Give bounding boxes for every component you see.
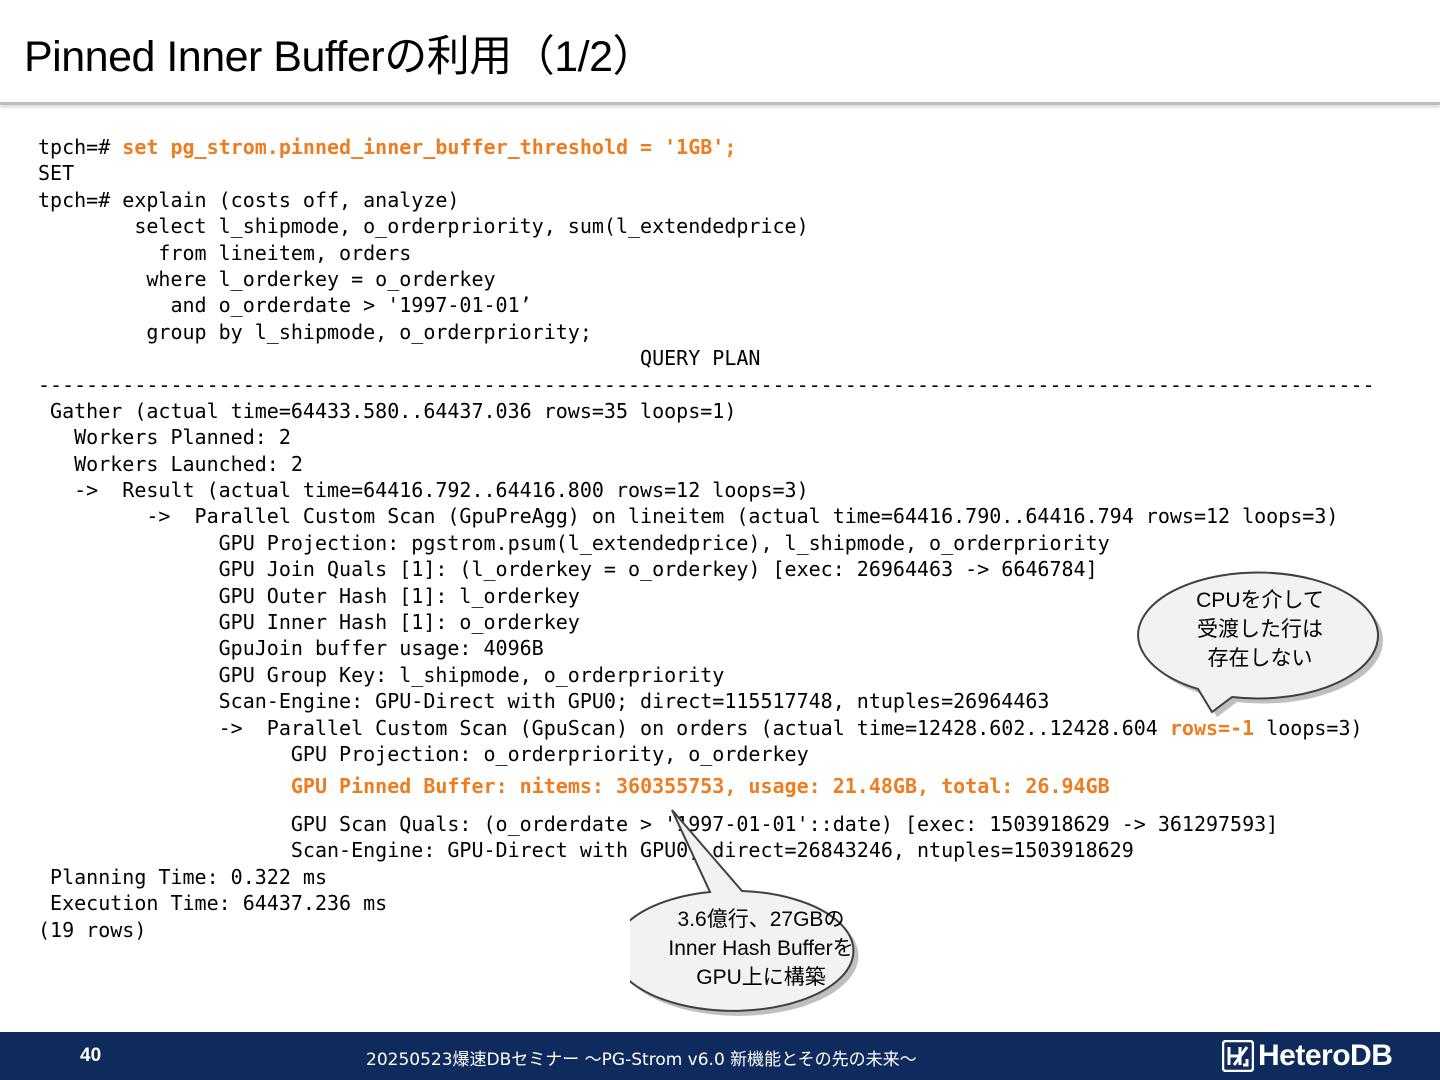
code-line: and o_orderdate > '1997-01-01’ xyxy=(38,293,532,318)
code-line: where l_orderkey = o_orderkey xyxy=(38,266,496,291)
callout-line: 存在しない xyxy=(1207,647,1313,670)
code-line: -> Parallel Custom Scan (GpuScan) on ord… xyxy=(38,715,1363,740)
code-line: Scan-Engine: GPU-Direct with GPU0; direc… xyxy=(38,838,1134,863)
code-line: group by l_shipmode, o_orderpriority; xyxy=(38,319,592,344)
code-line: -> Result (actual time=64416.792..64416.… xyxy=(38,478,809,503)
code-line: GPU Inner Hash [1]: o_orderkey xyxy=(38,610,580,635)
code-line: select l_shipmode, o_orderpriority, sum(… xyxy=(38,214,809,239)
code-line: (19 rows) xyxy=(38,917,147,942)
code-line: Gather (actual time=64433.580..64437.036… xyxy=(38,398,737,423)
code-line: SET xyxy=(38,161,75,186)
callout-line: 受渡した行は xyxy=(1197,618,1323,641)
code-line: GPU Join Quals [1]: (l_orderkey = o_orde… xyxy=(38,557,1098,582)
code-line: Execution Time: 64437.236 ms xyxy=(38,891,388,916)
logo-text: HeteroDB xyxy=(1258,1039,1393,1072)
code-line: -> Parallel Custom Scan (GpuPreAgg) on l… xyxy=(38,504,1339,529)
page-number: 40 xyxy=(80,1045,102,1066)
code-line: GpuJoin buffer usage: 4096B xyxy=(38,636,544,661)
heterodb-logo: HeteroDB xyxy=(1222,1039,1393,1072)
footer-bar: 40 20250523爆速DBセミナー 〜PG-Strom v6.0 新機能とそ… xyxy=(0,1032,1440,1080)
speech-bubble-shape xyxy=(1136,571,1383,717)
code-line: GPU Outer Hash [1]: l_orderkey xyxy=(38,583,580,608)
code-line: GPU Projection: o_orderpriority, o_order… xyxy=(38,741,809,766)
slide-title: Pinned Inner Bufferの利用（1/2） xyxy=(24,33,656,81)
title-divider xyxy=(0,102,1440,105)
callout-line: Inner Hash Bufferを xyxy=(668,937,854,960)
callout-line: GPU上に構築 xyxy=(696,966,826,989)
rows-highlight: rows=-1 xyxy=(1169,715,1255,740)
callout-no-cpu-rows: CPUを介して 受渡した行は 存在しない xyxy=(1132,565,1388,725)
callout-inner-hash-buffer: 3.6億行、27GBの Inner Hash Bufferを GPU上に構築 xyxy=(630,806,892,1022)
code-line: GPU Group Key: l_shipmode, o_orderpriori… xyxy=(38,662,725,687)
code-line: GPU Scan Quals: (o_orderdate > '1997-01-… xyxy=(38,811,1279,836)
code-line: tpch=# set pg_strom.pinned_inner_buffer_… xyxy=(38,135,737,159)
code-line: Workers Launched: 2 xyxy=(38,451,303,476)
footer-seminar-title: 20250523爆速DBセミナー 〜PG-Strom v6.0 新機能とその先の… xyxy=(366,1050,917,1070)
pinned-buffer-highlight: GPU Pinned Buffer: nitems: 360355753, us… xyxy=(290,774,1110,799)
code-line: GPU Projection: pgstrom.psum(l_extendedp… xyxy=(38,530,1110,555)
code-line: GPU Pinned Buffer: nitems: 360355753, us… xyxy=(38,767,1375,806)
code-line: QUERY PLAN xyxy=(38,346,761,371)
code-line: from lineitem, orders xyxy=(38,240,412,265)
code-line: Workers Planned: 2 xyxy=(38,425,291,450)
code-line: Scan-Engine: GPU-Direct with GPU0; direc… xyxy=(38,689,1050,714)
threshold-setting-highlight: set pg_strom.pinned_inner_buffer_thresho… xyxy=(122,135,737,159)
code-line: tpch=# explain (costs off, analyze) xyxy=(38,187,460,212)
code-line: ----------------------------------------… xyxy=(38,372,1375,397)
sql-explain-output: tpch=# set pg_strom.pinned_inner_buffer_… xyxy=(38,134,1375,943)
callout-line: CPUを介して xyxy=(1196,589,1324,612)
code-line: Planning Time: 0.322 ms xyxy=(38,864,327,889)
callout-line: 3.6億行、27GBの xyxy=(677,908,845,931)
speech-bubble-shape xyxy=(630,809,859,1016)
heterodb-logo-icon xyxy=(1222,1040,1254,1072)
